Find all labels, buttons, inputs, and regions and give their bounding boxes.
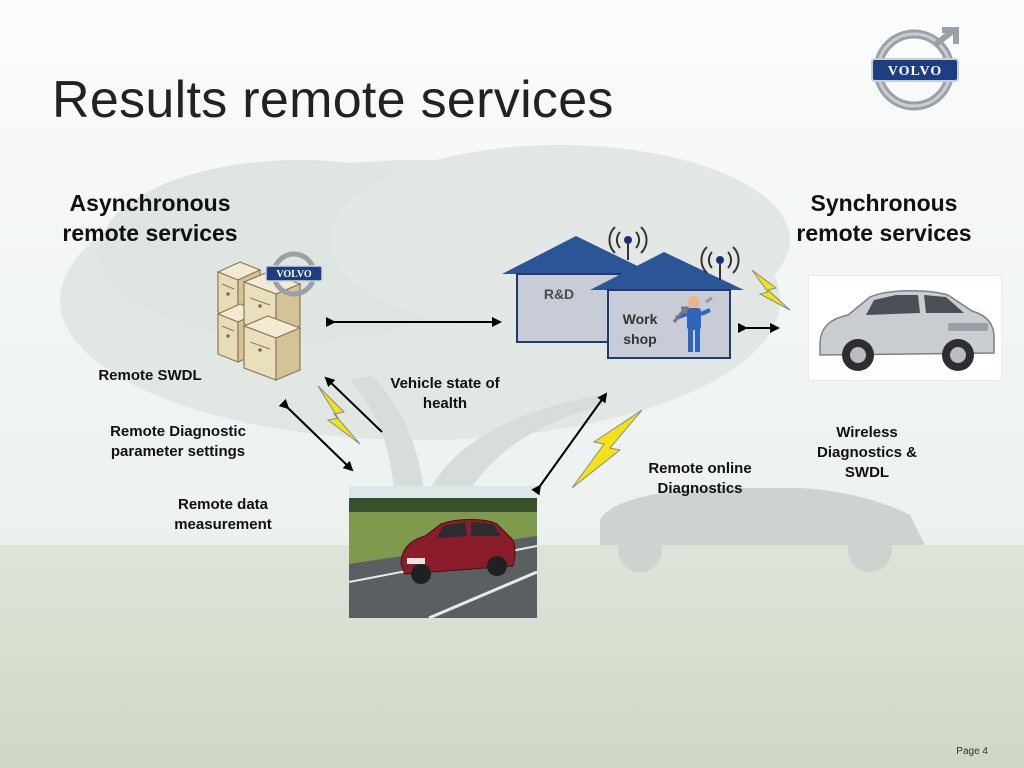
label-remote-diagnostic-line1: Remote Diagnostic	[110, 423, 246, 440]
label-remote-online-line2: Diagnostics	[657, 480, 743, 497]
server-icon: VOLVO	[216, 251, 323, 381]
workshop-label-line2: shop	[623, 331, 657, 347]
page-number: Page 4	[956, 746, 988, 757]
arrow-car-to-server-swdl	[324, 376, 383, 433]
volvo-logo-icon: VOLVO	[871, 27, 959, 111]
async-heading: Asynchronous remote services	[40, 188, 260, 248]
rnd-signal-icon	[608, 226, 648, 260]
label-vehicle-state-line1: Vehicle state of	[390, 375, 500, 392]
label-remote-diagnostic: Remote Diagnostic parameter settings	[90, 422, 266, 462]
lightning-icon-right	[751, 269, 791, 311]
workshop-signal-icon	[700, 246, 740, 280]
label-remote-diagnostic-line2: parameter settings	[110, 443, 246, 460]
lightning-icon-center	[571, 409, 643, 489]
label-remote-online-line1: Remote online	[648, 460, 752, 477]
label-wireless: Wireless Diagnostics & SWDL	[792, 423, 942, 483]
rnd-label: R&D	[543, 286, 575, 302]
silver-car-image	[808, 275, 1002, 381]
sync-heading: Synchronous remote services	[774, 188, 994, 248]
arrow-server-car-diagnostic	[278, 398, 354, 472]
workshop-label: Work shop	[612, 309, 668, 349]
label-remote-swdl: Remote SWDL	[98, 367, 202, 384]
sync-heading-line2: remote services	[796, 220, 972, 246]
mechanic-icon	[672, 296, 713, 352]
arrows	[278, 317, 780, 496]
async-heading-line2: remote services	[62, 220, 238, 246]
lightning-icon-left	[317, 385, 361, 445]
label-remote-online: Remote online Diagnostics	[625, 459, 775, 499]
label-vehicle-state-line2: health	[422, 395, 468, 412]
slide-title: Results remote services	[52, 71, 614, 129]
label-remote-data-line2: measurement	[174, 516, 272, 533]
server-logo-text: VOLVO	[276, 269, 312, 280]
label-vehicle-state: Vehicle state of health	[360, 374, 530, 414]
red-car-image	[349, 486, 537, 618]
label-wireless-line1: Wireless	[836, 424, 898, 441]
label-remote-data: Remote data measurement	[148, 495, 298, 535]
volvo-logo-text: VOLVO	[888, 64, 943, 79]
arrow-workshop-car-online	[531, 392, 608, 496]
label-wireless-line2: Diagnostics &	[816, 444, 918, 461]
label-wireless-line3: SWDL	[844, 464, 890, 481]
label-remote-data-line1: Remote data	[177, 496, 269, 513]
workshop-label-line1: Work	[622, 311, 658, 327]
sync-heading-line1: Synchronous	[810, 190, 958, 216]
buildings-group	[502, 226, 744, 359]
async-heading-line1: Asynchronous	[69, 190, 231, 216]
